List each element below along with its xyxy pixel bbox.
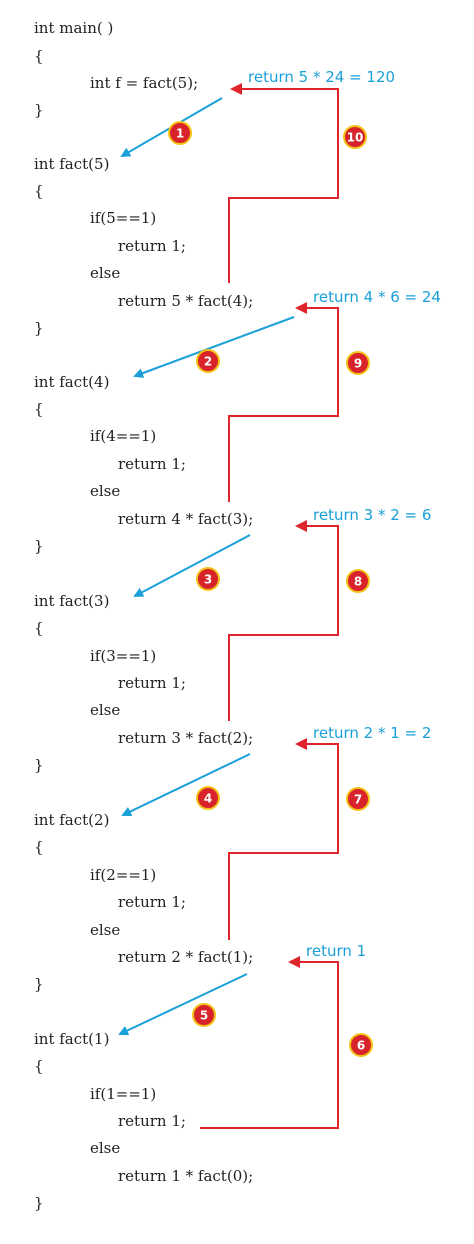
return-path xyxy=(228,302,339,502)
step-number: 4 xyxy=(204,792,212,806)
return-value-label: return 5 * 24 = 120 xyxy=(248,68,395,86)
step-badge-circle xyxy=(192,1003,216,1027)
code-line: return 1; xyxy=(118,1112,186,1130)
code-line: return 1; xyxy=(118,455,186,473)
step-badge: 3 xyxy=(196,567,220,591)
code-line: else xyxy=(90,701,120,719)
step-badge-circle xyxy=(168,121,192,145)
code-line: int fact(2) xyxy=(34,811,109,829)
code-line: { xyxy=(34,182,44,200)
code-line: else xyxy=(90,482,120,500)
step-number: 3 xyxy=(204,573,212,587)
code-line: } xyxy=(34,975,44,993)
return-value-label: return 4 * 6 = 24 xyxy=(313,288,441,306)
code-line: { xyxy=(34,1057,44,1075)
step-number: 2 xyxy=(204,355,212,369)
step-number: 8 xyxy=(354,575,362,589)
step-badge: 8 xyxy=(346,569,370,593)
code-line: { xyxy=(34,838,44,856)
call-arrow xyxy=(133,534,251,597)
step-badge: 4 xyxy=(196,786,220,810)
code-line: if(4==1) xyxy=(90,427,156,445)
step-badge-circle xyxy=(346,787,370,811)
code-line: int f = fact(5); xyxy=(90,74,198,92)
return-value-label: return 1 xyxy=(306,942,366,960)
code-line: int fact(1) xyxy=(34,1030,109,1048)
step-badge: 6 xyxy=(349,1033,373,1057)
code-line: int main( ) xyxy=(34,19,113,37)
code-line: if(2==1) xyxy=(90,866,156,884)
code-line: { xyxy=(34,400,44,418)
code-line: } xyxy=(34,319,44,337)
return-path xyxy=(228,738,339,940)
step-badge: 2 xyxy=(196,349,220,373)
code-line: } xyxy=(34,537,44,555)
code-line: return 5 * fact(4); xyxy=(118,292,253,310)
step-number: 7 xyxy=(354,793,362,807)
step-number: 1 xyxy=(176,127,184,141)
code-line: if(1==1) xyxy=(90,1085,156,1103)
code-line: { xyxy=(34,47,44,65)
step-number: 5 xyxy=(200,1009,208,1023)
step-badge-circle xyxy=(196,786,220,810)
code-line: int fact(3) xyxy=(34,592,109,610)
step-badge: 7 xyxy=(346,787,370,811)
code-line: } xyxy=(34,101,44,119)
code-line: return 2 * fact(1); xyxy=(118,948,253,966)
step-badge-circle xyxy=(349,1033,373,1057)
code-line: else xyxy=(90,921,120,939)
step-badge-circle xyxy=(346,569,370,593)
step-badge: 10 xyxy=(343,125,367,149)
call-arrow xyxy=(133,316,295,378)
step-badge-circle xyxy=(196,567,220,591)
code-line: return 1; xyxy=(118,674,186,692)
return-path xyxy=(228,83,339,283)
step-badge-circle xyxy=(346,351,370,375)
step-number: 9 xyxy=(354,357,362,371)
code-line: return 1; xyxy=(118,237,186,255)
code-line: return 1; xyxy=(118,893,186,911)
code-line: return 1 * fact(0); xyxy=(118,1167,253,1185)
step-number: 10 xyxy=(347,131,364,145)
code-line: } xyxy=(34,756,44,774)
code-line: return 3 * fact(2); xyxy=(118,729,253,747)
return-value-label: return 3 * 2 = 6 xyxy=(313,506,431,524)
step-badge-circle xyxy=(196,349,220,373)
step-badge-circle xyxy=(343,125,367,149)
call-arrow xyxy=(118,973,248,1036)
code-line: if(5==1) xyxy=(90,209,156,227)
code-line: if(3==1) xyxy=(90,647,156,665)
call-arrow xyxy=(121,753,251,817)
step-badge: 5 xyxy=(192,1003,216,1027)
return-path xyxy=(228,520,339,721)
return-path xyxy=(200,956,339,1129)
return-value-label: return 2 * 1 = 2 xyxy=(313,724,431,742)
code-line: { xyxy=(34,619,44,637)
code-line: int fact(4) xyxy=(34,373,109,391)
code-line: int fact(5) xyxy=(34,155,109,173)
code-line: return 4 * fact(3); xyxy=(118,510,253,528)
step-number: 6 xyxy=(357,1039,365,1053)
code-line: else xyxy=(90,264,120,282)
code-line: } xyxy=(34,1194,44,1212)
code-line: else xyxy=(90,1139,120,1157)
step-badge: 1 xyxy=(168,121,192,145)
step-badge: 9 xyxy=(346,351,370,375)
